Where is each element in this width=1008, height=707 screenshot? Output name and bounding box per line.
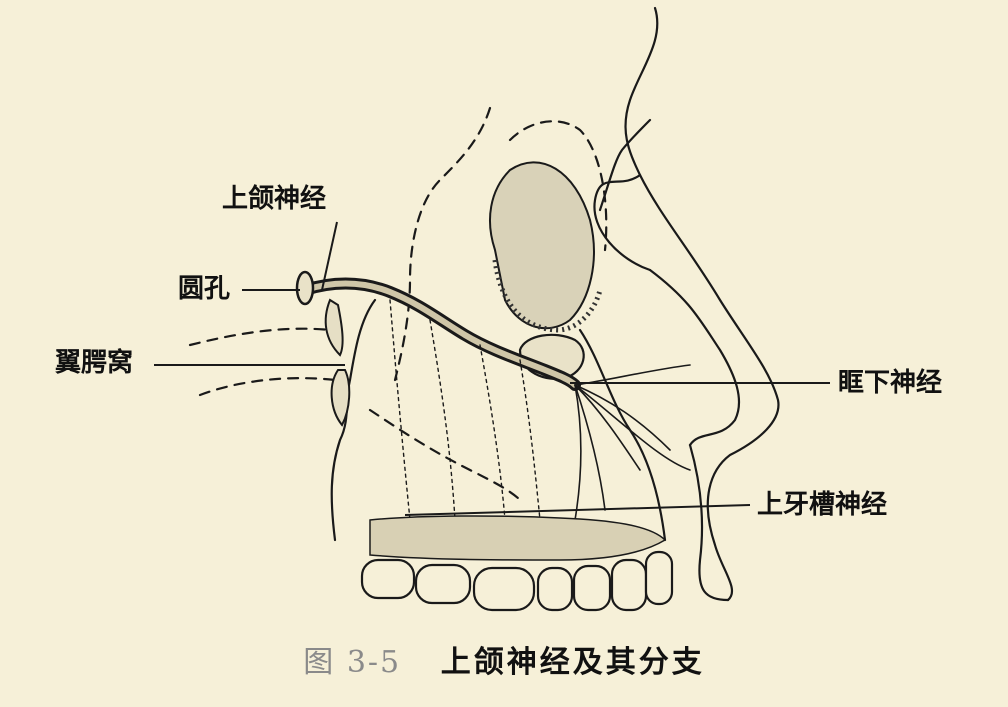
- alveolar-branch: [429, 319, 456, 521]
- tooth: [644, 550, 674, 606]
- tooth: [472, 566, 536, 612]
- upper-lip-line: [688, 443, 730, 602]
- tooth: [360, 558, 416, 600]
- orbit-stipple: [492, 259, 603, 333]
- pterygoid-plate-lower: [330, 369, 351, 427]
- label-foramen-rotundum: 圆孔: [178, 274, 231, 304]
- label-pterygopalatine-fossa: 翼腭窝: [55, 348, 134, 378]
- nerve-branch: [574, 384, 582, 521]
- alveolar-branch: [479, 344, 506, 521]
- tooth: [610, 558, 648, 612]
- inner-nose-line: [598, 118, 652, 212]
- tooth: [414, 563, 472, 605]
- leader-maxillary-nerve: [321, 221, 338, 291]
- label-superior-alveolar-nerve: 上牙槽神经: [757, 490, 888, 520]
- fossa-dashed-upper: [188, 327, 332, 347]
- orbit-dashed-outline: [508, 120, 608, 252]
- maxillary-nerve-core: [302, 280, 578, 388]
- nasal-bone-line: [593, 173, 652, 272]
- fossa-dashed-lower: [198, 377, 337, 397]
- nerve-branch: [574, 384, 671, 451]
- tooth: [572, 564, 612, 612]
- skull-dashed-outline: [393, 106, 492, 382]
- leader-superior-alveolar-nerve: [404, 504, 751, 516]
- nerve-branch: [574, 384, 691, 471]
- figure-number: 图 3-5: [303, 645, 402, 680]
- foramen-rotundum-ring: [295, 270, 315, 306]
- alveolar-branch: [519, 359, 541, 521]
- alveolar-branch: [389, 299, 411, 521]
- nerve-branch: [574, 384, 641, 471]
- nerve-branch: [574, 384, 606, 511]
- pterygoid-plate-upper: [324, 298, 344, 357]
- skull-diagram: [154, 6, 830, 612]
- tooth: [536, 566, 574, 612]
- nasal-profile-line: [624, 6, 780, 602]
- figure-title: 上颌神经及其分支: [440, 645, 705, 680]
- sinus-dashed-outline: [368, 408, 522, 502]
- label-maxillary-nerve: 上颌神经: [222, 184, 327, 214]
- orbit-floor-shading: [489, 161, 595, 330]
- figure-caption: 图 3-5 上颌神经及其分支: [0, 648, 1008, 678]
- nasal-cartilage-line: [648, 268, 740, 447]
- label-infraorbital-nerve: 眶下神经: [838, 368, 943, 398]
- alveolar-ridge: [369, 515, 667, 561]
